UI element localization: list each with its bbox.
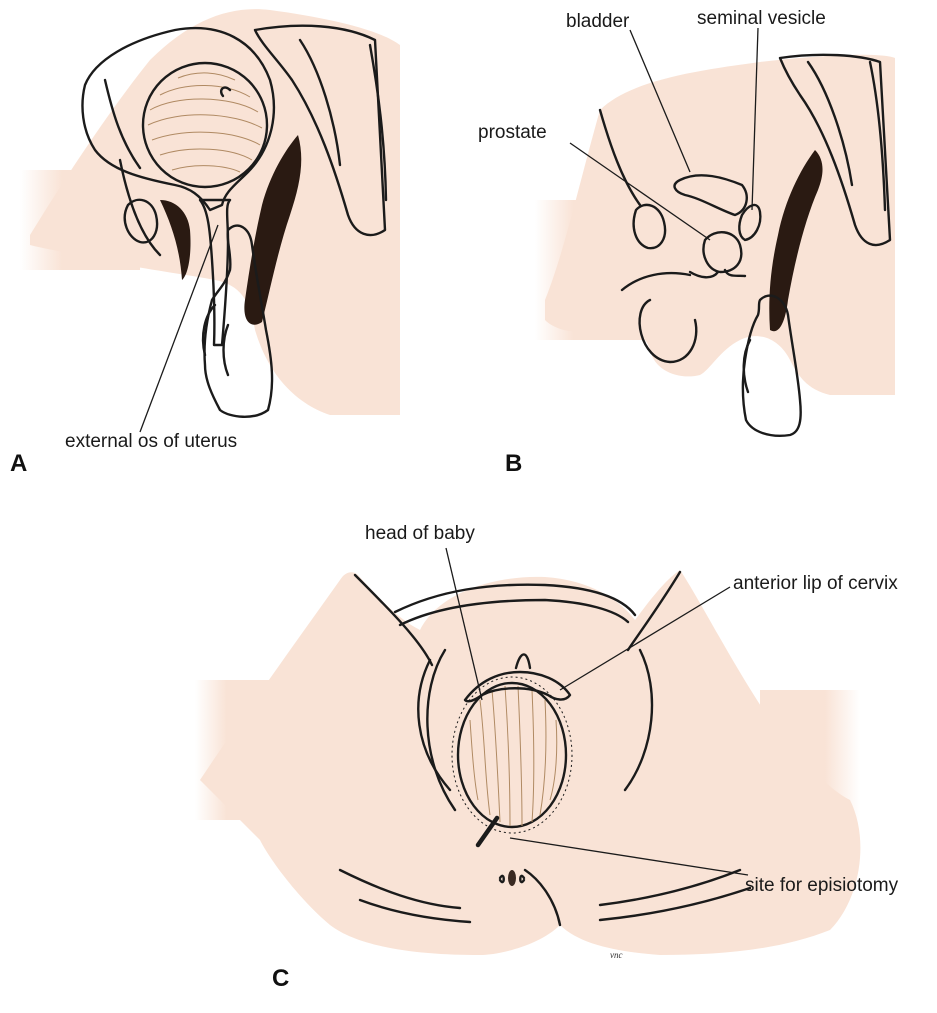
label-bladder: bladder: [566, 11, 630, 32]
label-external-os: external os of uterus: [65, 431, 237, 452]
panel-c: head of baby anterior lip of cervix site…: [195, 523, 899, 992]
panel-a: external os of uterus A: [10, 9, 400, 477]
panel-letter-a: A: [10, 450, 27, 477]
label-head-of-baby: head of baby: [365, 523, 475, 544]
artist-initials: vnc: [610, 950, 623, 960]
label-anterior-lip: anterior lip of cervix: [733, 573, 898, 594]
panel-b: bladder seminal vesicle prostate B: [478, 8, 895, 477]
label-seminal-vesicle: seminal vesicle: [697, 8, 826, 29]
panel-letter-c: C: [272, 965, 289, 992]
label-episiotomy: site for episiotomy: [745, 875, 899, 896]
panel-letter-b: B: [505, 450, 522, 477]
label-prostate: prostate: [478, 122, 547, 143]
